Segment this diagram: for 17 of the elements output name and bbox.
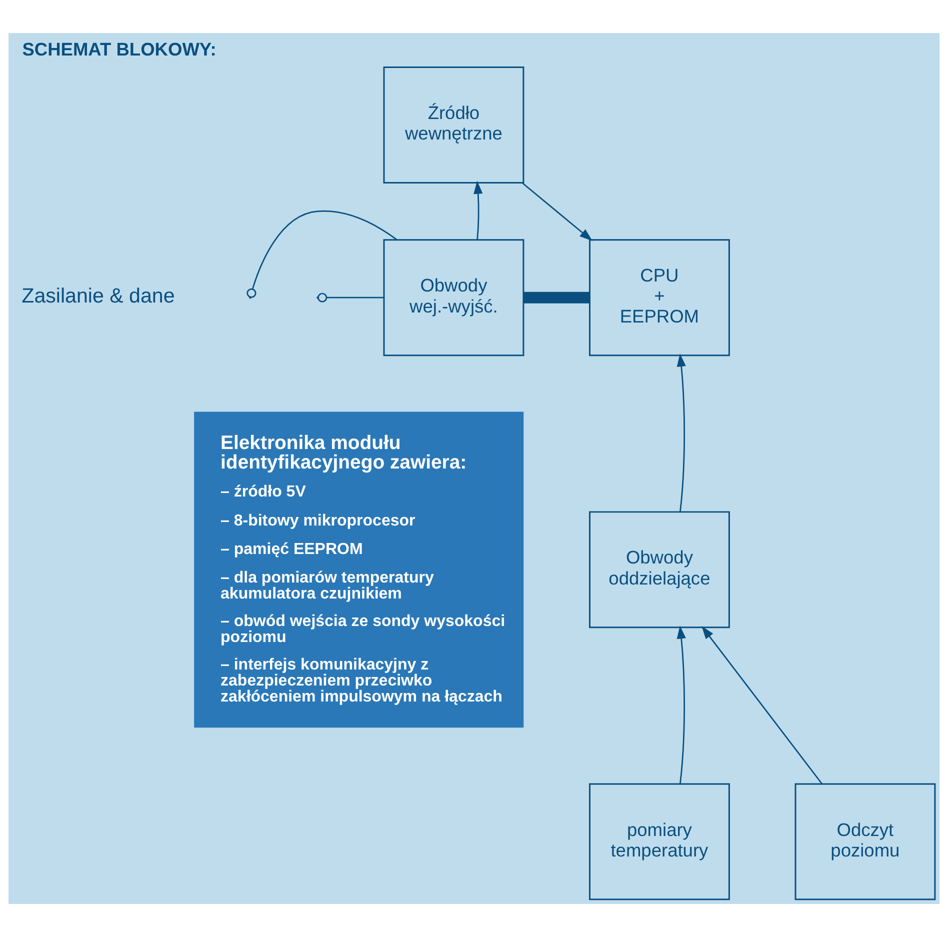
- arrow: [676, 353, 686, 512]
- node-box: pomiary temperatury: [589, 782, 730, 900]
- node-box: CPU + EEPROM: [589, 238, 730, 356]
- arrow: [474, 180, 483, 240]
- node-box: Źródło wewnętrzne: [383, 66, 524, 183]
- arrow: [702, 626, 822, 784]
- label: Zasilanie & dane: [22, 284, 175, 308]
- node-box: Odczyt poziomu: [794, 782, 936, 900]
- diagram-title: SCHEMAT BLOKOWY:: [22, 38, 216, 60]
- node-box: Obwody oddzielające: [589, 510, 730, 628]
- connector: [524, 291, 590, 303]
- connector: [252, 210, 398, 289]
- node-box: Obwody wej.-wyjść.: [383, 238, 524, 356]
- node-box: Elektronika modułu identyfikacyjnego zawiera: – źródło 5V – 8-bitowy mikroprocesor – pamięć EEPROM – dla pomiarów temperatury akumulatora czujnikiem – obwód wejścia ze sondy wysokości poziomu – interfejs komunikacyjny z zabezpieczeniem przeciwko zakłóceniem impulsowym na łączach: [194, 411, 524, 728]
- connector: [326, 296, 384, 298]
- arrow: [522, 182, 592, 241]
- arrow: [676, 625, 686, 784]
